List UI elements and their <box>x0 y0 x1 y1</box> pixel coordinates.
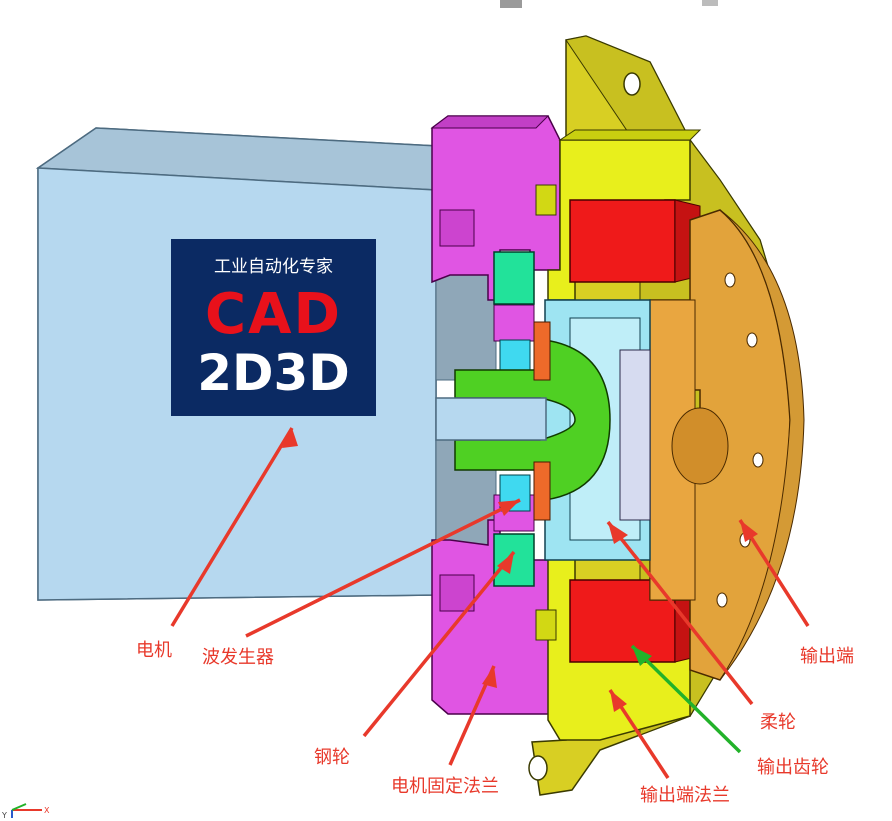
output-gear-arrowhead <box>632 646 652 666</box>
output-end-arrowhead <box>740 520 758 542</box>
label-output-gear: 输出齿轮 <box>757 757 829 778</box>
annotation-arrows <box>170 427 810 779</box>
toolbar-fragment <box>500 0 522 8</box>
motor-shaft <box>435 397 547 441</box>
label-output-flange: 输出端法兰 <box>640 785 730 806</box>
toolbar-fragment-right <box>702 0 718 6</box>
label-wave-generator: 波发生器 <box>202 647 274 668</box>
label-motor: 电机 <box>136 640 172 661</box>
logo-cad-text: CAD <box>205 282 342 347</box>
label-steel-wheel: 钢轮 <box>314 747 350 768</box>
motor-leader-line <box>170 427 294 627</box>
logo-subtitle: 工业自动化专家 <box>214 257 333 277</box>
label-output-end: 输出端 <box>800 646 854 667</box>
motor-arrowhead <box>282 428 298 448</box>
label-motor-flange: 电机固定法兰 <box>391 776 499 797</box>
motor-flange-arrowhead <box>482 666 497 688</box>
motor-fixing-flange <box>430 115 561 715</box>
axis-x-label: X <box>44 806 50 815</box>
logo-2d3d-text: 2D3D <box>197 344 350 402</box>
wave-generator-leader-line <box>245 498 521 638</box>
label-flex-wheel: 柔轮 <box>760 712 796 733</box>
axis-indicator: Y X <box>1 798 58 820</box>
wave-generator-section <box>454 321 611 521</box>
flex-wheel-arrowhead <box>608 522 628 544</box>
steel-wheel-arrowhead <box>497 552 514 574</box>
output-gear-leader-line <box>630 644 742 754</box>
flex-wheel-leader-line <box>606 520 754 706</box>
steel-wheel-leader-line <box>362 550 516 738</box>
wave-generator-arrowhead <box>498 500 520 516</box>
axis-y-label: Y <box>2 811 7 820</box>
output-end-disc <box>649 209 805 681</box>
cad2d3d-logo: 工业自动化专家 CAD 2D3D <box>171 239 376 416</box>
output-flange-arrowhead <box>610 690 627 712</box>
